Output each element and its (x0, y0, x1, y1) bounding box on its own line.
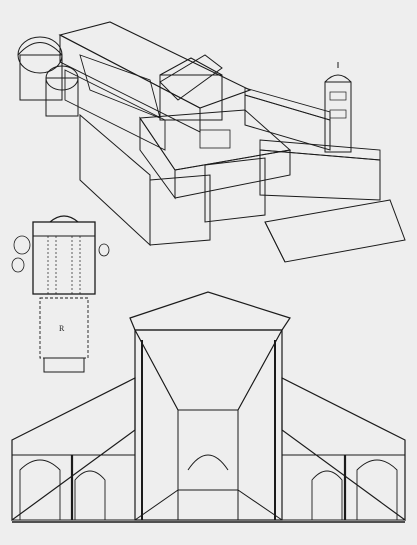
side-buildings (149, 87, 381, 246)
precinct-walls (79, 113, 151, 247)
basilica-facade (159, 54, 223, 121)
atrium-courtyard (139, 109, 292, 200)
rotunda (17, 36, 79, 117)
cross-section (11, 291, 406, 523)
grand-staircase (264, 199, 406, 263)
bell-tower (324, 62, 352, 153)
aerial-view (17, 21, 406, 263)
floor-plan (11, 215, 110, 373)
plan-letter-label: R (59, 324, 65, 333)
